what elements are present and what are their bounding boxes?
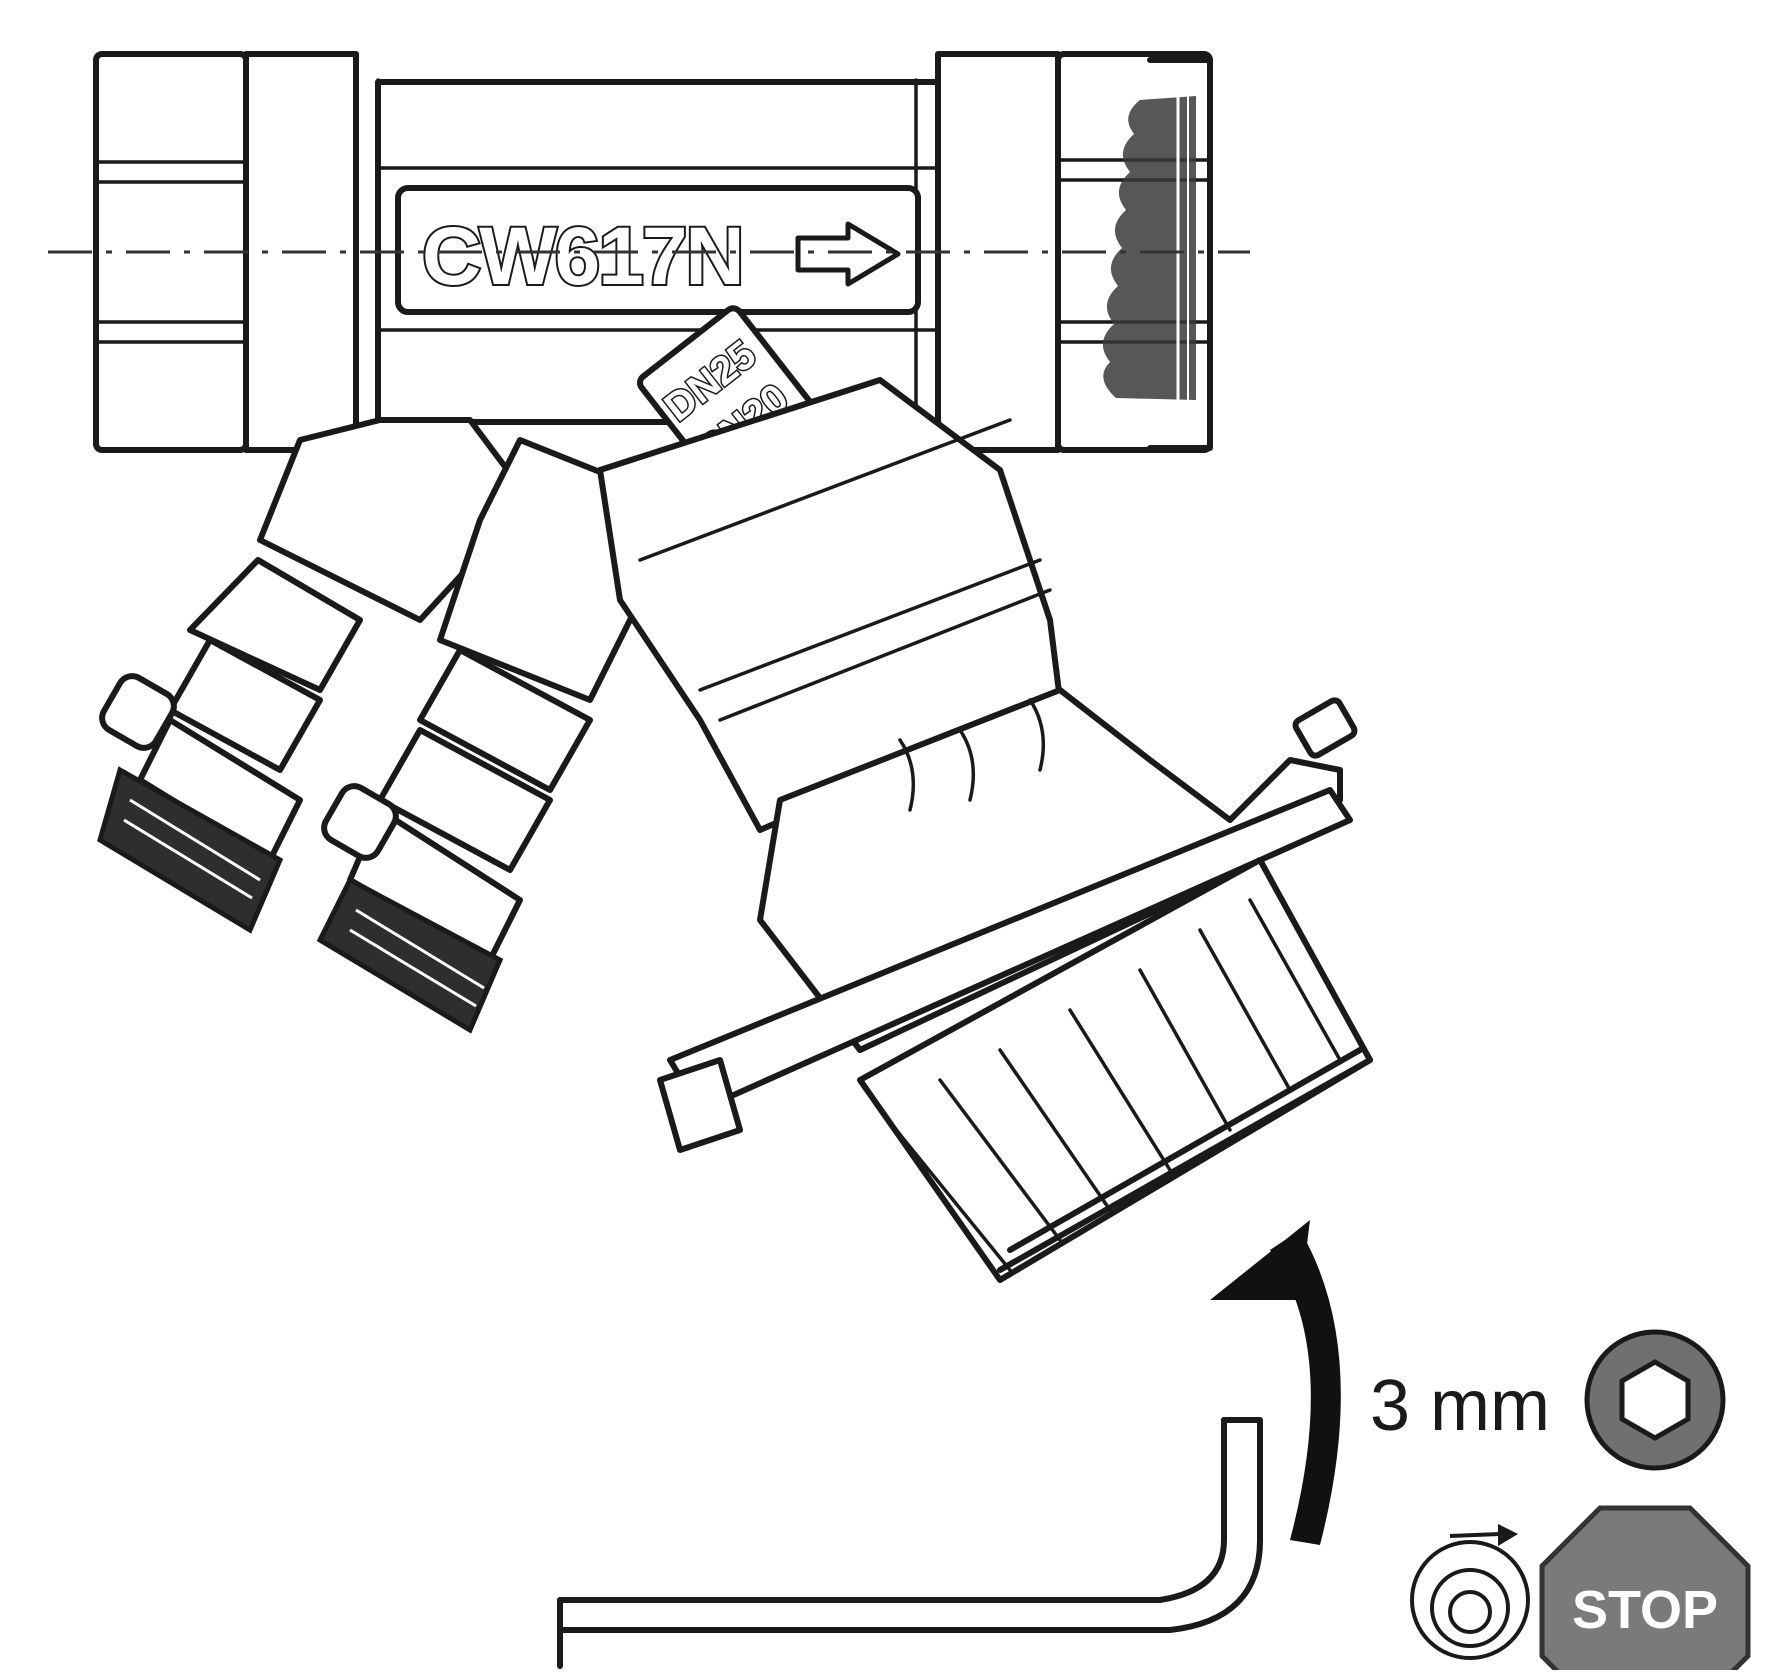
tool-size-label: 3 mm <box>1370 1366 1550 1446</box>
marking-plate <box>395 185 921 315</box>
hex-key-icon[interactable] <box>557 1417 1263 1669</box>
valve-body: CW617N <box>48 51 1250 453</box>
hex-socket-badge <box>1584 1329 1726 1471</box>
flow-direction-arrow-icon <box>795 221 901 287</box>
stop-sign-label: STOP <box>1572 1580 1718 1640</box>
rotation-arrow-icon <box>1210 1220 1341 1545</box>
stop-sign-icon: STOP <box>1539 1505 1751 1675</box>
handwheel <box>857 857 1373 1283</box>
material-marking: CW617N <box>422 211 743 302</box>
lock-flange <box>657 787 1353 1153</box>
counterclockwise-rotation-icon <box>1410 1524 1530 1660</box>
hex-socket-icon <box>1619 1359 1691 1441</box>
right-thread-end <box>1102 57 1213 451</box>
